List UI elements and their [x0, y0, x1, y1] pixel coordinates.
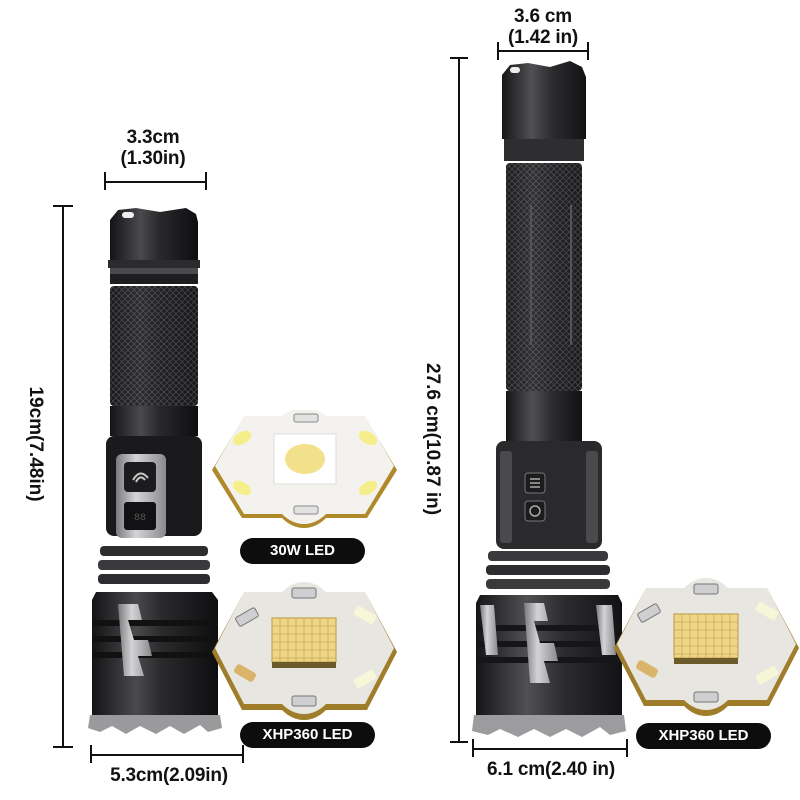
left-length-tick-top — [53, 205, 73, 207]
led-xhp360-right-image — [614, 578, 799, 716]
left-bottom-width-label: 5.3cm(2.09in) — [110, 765, 228, 786]
right-length-line — [458, 57, 460, 743]
left-bottom-width-line — [90, 754, 244, 756]
led-xhp360-left-image — [212, 582, 397, 720]
left-top-width-in: (1.30in) — [120, 148, 186, 169]
left-length-line — [62, 205, 64, 748]
left-bottom-width-tick-right — [242, 745, 244, 763]
right-bottom-width-tick-left — [472, 739, 474, 757]
left-top-width-line — [104, 181, 207, 183]
left-top-width-cm: 3.3cm — [126, 127, 180, 148]
led-xhp360-right-label: XHP360 LED — [636, 723, 771, 749]
right-length-tick-bottom — [450, 741, 468, 743]
swirl-power-icon — [132, 472, 149, 483]
svg-text:88: 88 — [134, 513, 146, 524]
right-flashlight-image — [472, 61, 626, 737]
power-icon — [529, 505, 541, 517]
left-bottom-width-tick-left — [90, 745, 92, 763]
led-xhp360-left-label: XHP360 LED — [240, 722, 375, 748]
left-flashlight-image: 88 — [88, 208, 222, 734]
right-top-width-cm: 3.6 cm — [514, 6, 572, 27]
right-top-width-tick-left — [497, 42, 499, 60]
right-top-width-tick-right — [587, 42, 589, 60]
right-top-width-in: (1.42 in) — [508, 27, 578, 48]
right-length-label: 27.6 cm(10.87 in) — [422, 362, 443, 516]
left-length-label: 19cm(7.48in) — [25, 386, 46, 502]
left-top-width-tick-left — [104, 172, 106, 190]
left-top-width-tick-right — [205, 172, 207, 190]
led-30w-label: 30W LED — [240, 538, 365, 564]
right-bottom-width-line — [472, 748, 628, 750]
right-bottom-width-tick-right — [626, 739, 628, 757]
left-length-tick-bottom — [53, 746, 73, 748]
led-30w-image — [212, 410, 397, 528]
right-top-width-line — [497, 50, 589, 52]
menu-lines-icon — [530, 478, 540, 488]
right-length-tick-top — [450, 57, 468, 59]
right-bottom-width-label: 6.1 cm(2.40 in) — [487, 759, 615, 780]
